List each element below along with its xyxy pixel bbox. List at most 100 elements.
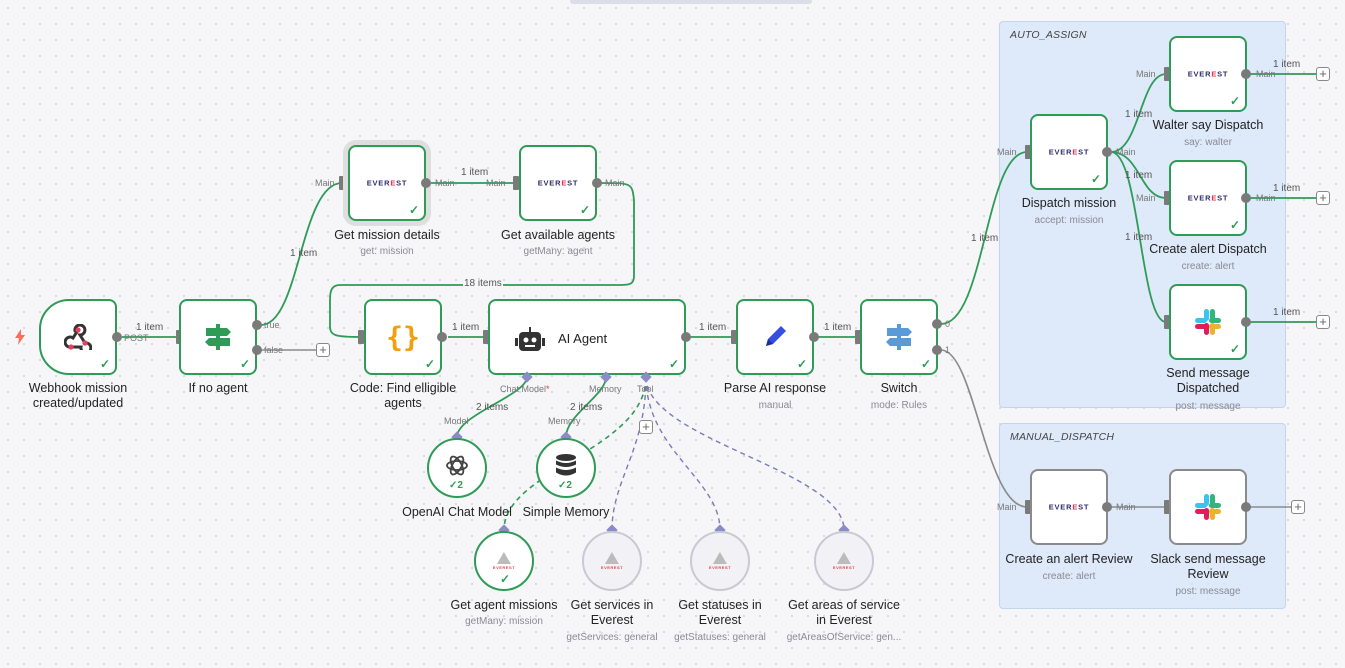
signpost-icon bbox=[884, 322, 914, 352]
node-subtitle: create: alert bbox=[1042, 571, 1096, 582]
add-node-button[interactable]: + bbox=[1291, 500, 1305, 514]
node-send-message-dispatched[interactable]: ✓ bbox=[1169, 284, 1247, 360]
edge-switch-review bbox=[940, 349, 1028, 508]
trigger-bolt-icon bbox=[14, 329, 26, 350]
top-toolbar-edge bbox=[570, 0, 812, 4]
input-handle[interactable] bbox=[1164, 315, 1170, 329]
node-subtitle: create: alert bbox=[1181, 261, 1235, 272]
output-handle-false[interactable] bbox=[252, 345, 262, 355]
edge-switch-dispatch bbox=[940, 151, 1028, 325]
output-handle[interactable] bbox=[1241, 502, 1251, 512]
input-handle[interactable] bbox=[1164, 67, 1170, 81]
node-get-statuses[interactable]: EVEREST bbox=[690, 531, 750, 591]
node-slack-send-message-review[interactable] bbox=[1169, 469, 1247, 545]
input-handle[interactable] bbox=[855, 330, 861, 344]
node-title: Create alert Dispatch bbox=[1149, 242, 1267, 256]
add-node-button[interactable]: + bbox=[1316, 191, 1330, 205]
port-label-true: true bbox=[264, 320, 280, 330]
input-handle[interactable] bbox=[1164, 191, 1170, 205]
input-handle[interactable] bbox=[339, 176, 345, 190]
input-handle[interactable] bbox=[1025, 145, 1031, 159]
success-check-icon: ✓ bbox=[1229, 342, 1240, 356]
edge-dispatch-slack bbox=[1110, 151, 1167, 323]
output-handle-0[interactable] bbox=[932, 319, 942, 329]
node-openai-chat-model[interactable]: ✓2 bbox=[427, 438, 487, 498]
input-handle[interactable] bbox=[513, 176, 519, 190]
output-handle[interactable] bbox=[1241, 317, 1251, 327]
input-handle[interactable] bbox=[1025, 500, 1031, 514]
port-label-memory: Memory bbox=[589, 384, 622, 394]
output-handle-true[interactable] bbox=[252, 320, 262, 330]
node-switch[interactable]: ✓ bbox=[860, 299, 938, 375]
node-simple-memory[interactable]: ✓2 bbox=[536, 438, 596, 498]
node-get-agent-missions[interactable]: EVEREST ✓ bbox=[474, 531, 534, 591]
port-label-0: 0 bbox=[945, 319, 951, 329]
output-handle[interactable] bbox=[1102, 147, 1112, 157]
edge-count: 1 item bbox=[824, 322, 852, 333]
node-get-services[interactable]: EVEREST bbox=[582, 531, 642, 591]
node-title: Switch bbox=[880, 381, 918, 395]
node-title: If no agent bbox=[188, 381, 248, 395]
output-handle[interactable] bbox=[1102, 502, 1112, 512]
node-subtitle: get: mission bbox=[360, 246, 414, 257]
port-label-tool: Tool bbox=[637, 384, 654, 394]
add-node-button[interactable]: + bbox=[1316, 315, 1330, 329]
edge-count: 1 item bbox=[290, 248, 318, 259]
port-label-chat-model: Chat Model* bbox=[500, 384, 550, 394]
node-code[interactable]: {} ✓ bbox=[364, 299, 442, 375]
output-handle[interactable] bbox=[1241, 193, 1251, 203]
input-handle[interactable] bbox=[731, 330, 737, 344]
output-handle[interactable] bbox=[809, 332, 819, 342]
port-label-post: POST bbox=[124, 333, 149, 343]
robot-icon bbox=[514, 327, 546, 358]
port-label-memory: Memory bbox=[548, 416, 581, 426]
output-handle[interactable] bbox=[437, 332, 447, 342]
output-handle[interactable] bbox=[112, 332, 122, 342]
output-handle[interactable] bbox=[421, 178, 431, 188]
node-title: Parse AI response bbox=[723, 381, 827, 395]
node-subtitle: getMany: mission bbox=[465, 616, 543, 627]
input-handle[interactable] bbox=[1164, 500, 1170, 514]
node-get-areas[interactable]: EVEREST bbox=[814, 531, 874, 591]
output-handle[interactable] bbox=[1241, 69, 1251, 79]
port-label-main: Main bbox=[997, 147, 1017, 157]
add-tool-button[interactable]: + bbox=[639, 420, 653, 434]
edge-count: 1 item bbox=[1273, 183, 1301, 194]
input-handle[interactable] bbox=[483, 330, 489, 344]
edge-if-getmission bbox=[260, 182, 343, 326]
node-title: Get statuses in Everest bbox=[678, 598, 762, 627]
pen-icon bbox=[760, 322, 790, 352]
node-title: Get agent missions bbox=[450, 598, 558, 612]
port-label-main: Main bbox=[315, 178, 335, 188]
add-node-button[interactable]: + bbox=[1316, 67, 1330, 81]
node-title: Get mission details bbox=[334, 228, 440, 242]
edge-dispatch-alert bbox=[1110, 151, 1167, 199]
output-handle[interactable] bbox=[592, 178, 602, 188]
port-label-main: Main bbox=[605, 178, 625, 188]
database-icon bbox=[555, 454, 577, 483]
node-parse-ai-response[interactable]: ✓ bbox=[736, 299, 814, 375]
success-check-icon: ✓ bbox=[408, 203, 419, 217]
add-node-button[interactable]: + bbox=[316, 343, 330, 357]
node-title: Simple Memory bbox=[522, 505, 610, 519]
output-handle[interactable] bbox=[681, 332, 691, 342]
node-title: Code: Find elligible agents bbox=[349, 381, 457, 410]
edge-count: 2 items bbox=[476, 402, 509, 413]
node-title: Get areas of service in Everest bbox=[788, 598, 900, 627]
node-if-no-agent[interactable]: ✓ bbox=[179, 299, 257, 375]
node-ai-agent[interactable]: AI Agent ✓ bbox=[488, 299, 686, 375]
node-webhook[interactable]: ✓ bbox=[39, 299, 117, 375]
output-handle-1[interactable] bbox=[932, 345, 942, 355]
group-title: AUTO_ASSIGN bbox=[1010, 29, 1087, 41]
port-label-main: Main bbox=[1136, 193, 1156, 203]
input-handle[interactable] bbox=[358, 330, 364, 344]
